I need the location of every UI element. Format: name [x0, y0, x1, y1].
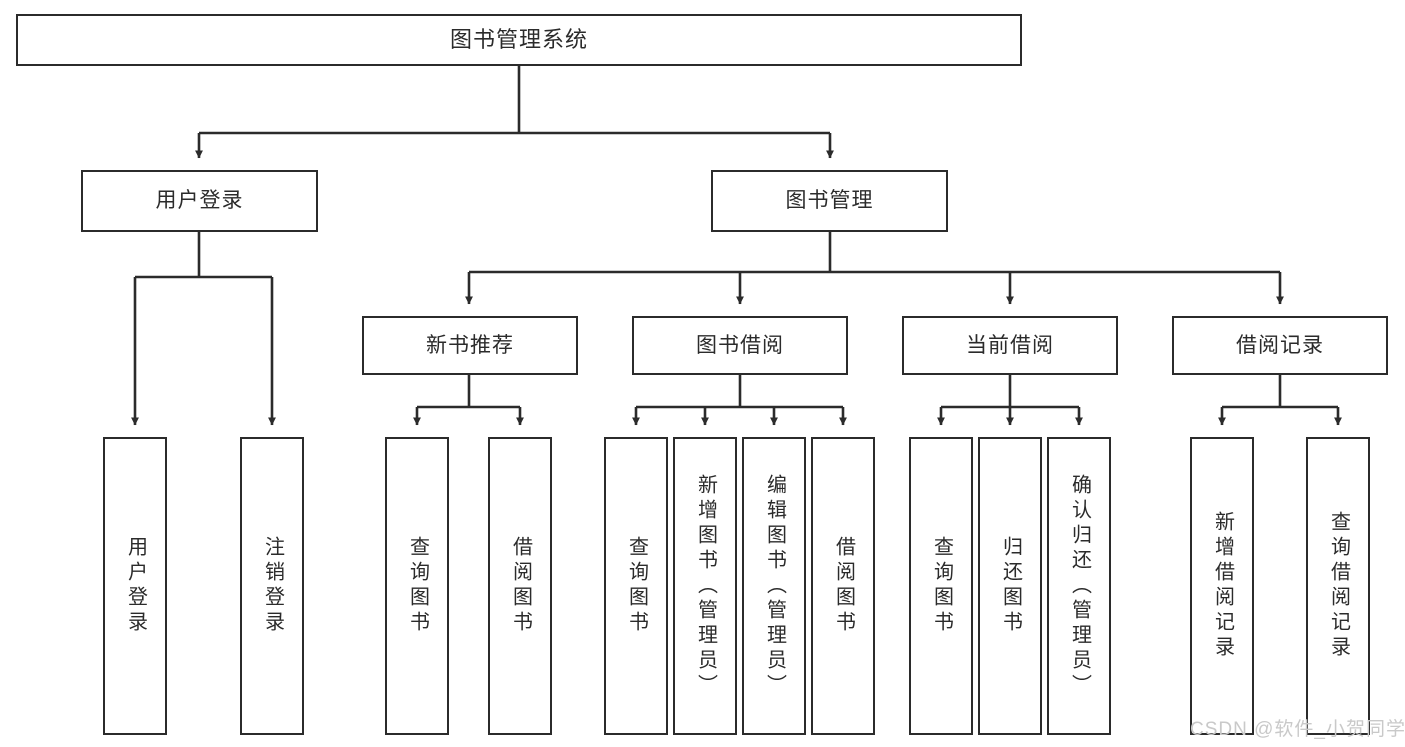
node-leaf-cur-return-book[interactable]: 归还图书	[978, 437, 1042, 735]
node-leaf-record-add[interactable]: 新增借阅记录	[1190, 437, 1254, 735]
node-leaf-borrow-borrow-book-label: 借阅图书	[832, 536, 855, 636]
node-leaf-cur-query-book-label: 查询图书	[930, 536, 953, 636]
node-borrow-record[interactable]: 借阅记录	[1172, 316, 1388, 375]
node-leaf-user-login-label: 用户登录	[124, 536, 147, 636]
node-leaf-borrow-query-book-label: 查询图书	[625, 536, 648, 636]
node-book-manage-label: 图书管理	[785, 189, 874, 213]
node-leaf-cur-confirm-return[interactable]: 确认归还（管理员）	[1047, 437, 1111, 735]
node-leaf-borrow-add-book-label: 新增图书（管理员）	[694, 473, 717, 699]
node-user-login[interactable]: 用户登录	[81, 170, 318, 232]
node-new-book-recommend[interactable]: 新书推荐	[362, 316, 578, 375]
node-current-borrow-label: 当前借阅	[966, 333, 1054, 357]
node-leaf-user-logout[interactable]: 注销登录	[240, 437, 304, 735]
node-leaf-borrow-add-book[interactable]: 新增图书（管理员）	[673, 437, 737, 735]
node-leaf-cur-confirm-return-label: 确认归还（管理员）	[1068, 473, 1091, 699]
node-leaf-borrow-edit-book[interactable]: 编辑图书（管理员）	[742, 437, 806, 735]
node-book-borrow-label: 图书借阅	[696, 333, 784, 357]
node-borrow-record-label: 借阅记录	[1236, 333, 1324, 357]
node-leaf-user-login[interactable]: 用户登录	[103, 437, 167, 735]
node-leaf-rec-query-book[interactable]: 查询图书	[385, 437, 449, 735]
node-leaf-record-add-label: 新增借阅记录	[1211, 511, 1234, 661]
node-user-login-label: 用户登录	[155, 189, 244, 213]
node-leaf-cur-return-book-label: 归还图书	[999, 536, 1022, 636]
node-book-borrow[interactable]: 图书借阅	[632, 316, 848, 375]
node-leaf-cur-query-book[interactable]: 查询图书	[909, 437, 973, 735]
node-root[interactable]: 图书管理系统	[16, 14, 1022, 66]
node-leaf-rec-query-book-label: 查询图书	[406, 536, 429, 636]
node-leaf-borrow-edit-book-label: 编辑图书（管理员）	[763, 473, 786, 699]
node-book-manage[interactable]: 图书管理	[711, 170, 948, 232]
node-leaf-user-logout-label: 注销登录	[261, 536, 284, 636]
node-current-borrow[interactable]: 当前借阅	[902, 316, 1118, 375]
node-leaf-record-query[interactable]: 查询借阅记录	[1306, 437, 1370, 735]
node-new-book-recommend-label: 新书推荐	[426, 333, 514, 357]
node-root-label: 图书管理系统	[449, 26, 588, 52]
node-leaf-borrow-borrow-book[interactable]: 借阅图书	[811, 437, 875, 735]
node-leaf-rec-borrow-book[interactable]: 借阅图书	[488, 437, 552, 735]
node-leaf-rec-borrow-book-label: 借阅图书	[509, 536, 532, 636]
node-leaf-borrow-query-book[interactable]: 查询图书	[604, 437, 668, 735]
node-leaf-record-query-label: 查询借阅记录	[1327, 511, 1350, 661]
